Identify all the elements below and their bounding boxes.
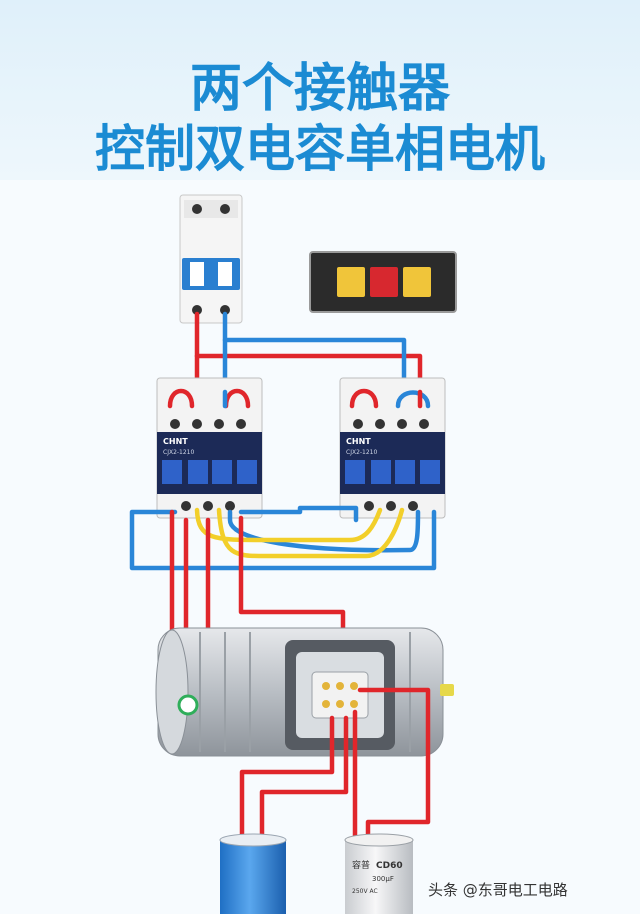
contactor-slot <box>420 460 440 484</box>
contactor-brand: CHNT <box>163 437 188 446</box>
breaker-terminal <box>220 305 230 315</box>
contactor-slot <box>237 460 257 484</box>
capacitor-white: 容普 CD60 300μF 250V AC <box>344 833 414 914</box>
contactor-model: CJX2-1210 <box>346 449 378 456</box>
circuit-breaker <box>179 194 243 324</box>
contactor-screw <box>375 419 385 429</box>
reverse-button <box>403 267 431 297</box>
contactor-brand: CHNT <box>346 437 371 446</box>
capacitor-model: CD60 <box>376 861 403 871</box>
wire-red-cap-blue-2 <box>259 715 349 845</box>
terminal-lug <box>350 700 358 708</box>
capacitor-brand: 容普 <box>352 859 370 871</box>
contactor-2: CHNT CJX2-1210 <box>339 377 446 519</box>
contactor-1: CHNT CJX2-1210 <box>156 377 263 519</box>
terminal-lug <box>322 700 330 708</box>
wire-red-cap-white-1 <box>357 687 431 845</box>
contactor-slot <box>345 460 365 484</box>
capacitor-top <box>219 833 287 847</box>
contactor-screw <box>386 501 396 511</box>
contactor-screw <box>353 419 363 429</box>
forward-button <box>337 267 365 297</box>
motor-shaft <box>440 684 454 696</box>
contactor-screw <box>214 419 224 429</box>
title-line-1: 两个接触器 <box>190 59 451 119</box>
contactor-screw <box>236 419 246 429</box>
wire-blue-link <box>238 505 359 523</box>
wire-blue-output-loop <box>129 509 437 571</box>
contactor-screw <box>397 419 407 429</box>
wire-blue-supply <box>222 311 407 395</box>
button-box <box>309 251 457 313</box>
wire-yellow-cross-1 <box>194 507 383 543</box>
contactor-screw <box>203 501 213 511</box>
contactor-model: CJX2-1210 <box>163 449 195 456</box>
capacitor-rating: 300μF <box>372 875 394 883</box>
capacitor-voltage: 250V AC <box>352 888 378 895</box>
terminal-lug <box>350 682 358 690</box>
contactor-slot <box>162 460 182 484</box>
title-line-2: 控制双电容单相电机 <box>95 120 545 178</box>
terminal-lug <box>322 682 330 690</box>
breaker-terminal <box>192 305 202 315</box>
motor <box>155 627 454 757</box>
contactor-screw <box>192 419 202 429</box>
capacitor-body <box>220 840 286 914</box>
contactor-screw <box>170 419 180 429</box>
contactor-slot <box>212 460 232 484</box>
wire-blue-cross <box>227 509 421 553</box>
contactor-screw <box>181 501 191 511</box>
stop-button <box>370 267 398 297</box>
title-background <box>0 0 640 180</box>
contactor-slot <box>371 460 391 484</box>
motor-indicator <box>177 694 199 716</box>
wire-red-cap-blue-1 <box>239 715 335 845</box>
contactor-screw <box>225 501 235 511</box>
wire-blue-loop <box>395 390 431 409</box>
motor-end-cap <box>155 629 189 755</box>
contactor-screw <box>419 419 429 429</box>
wire-red-loop <box>167 388 195 409</box>
terminal-lug <box>336 700 344 708</box>
terminal-block <box>311 671 369 719</box>
terminal-lug <box>336 682 344 690</box>
breaker-handle <box>218 262 232 286</box>
capacitor-blue <box>219 833 287 914</box>
watermark: 头条 @东哥电工电路 <box>428 881 568 899</box>
wire-red-supply <box>194 311 423 395</box>
breaker-terminal <box>192 204 202 214</box>
contactor-slot <box>188 460 208 484</box>
wire-yellow-cross-2 <box>216 507 405 559</box>
capacitor-top <box>344 833 414 847</box>
capacitor-body <box>345 840 413 914</box>
breaker-handle <box>190 262 204 286</box>
contactor-screw <box>364 501 374 511</box>
wire-red-loop <box>349 388 379 409</box>
breaker-terminal <box>220 204 230 214</box>
contactor-slot <box>395 460 415 484</box>
contactor-screw <box>408 501 418 511</box>
